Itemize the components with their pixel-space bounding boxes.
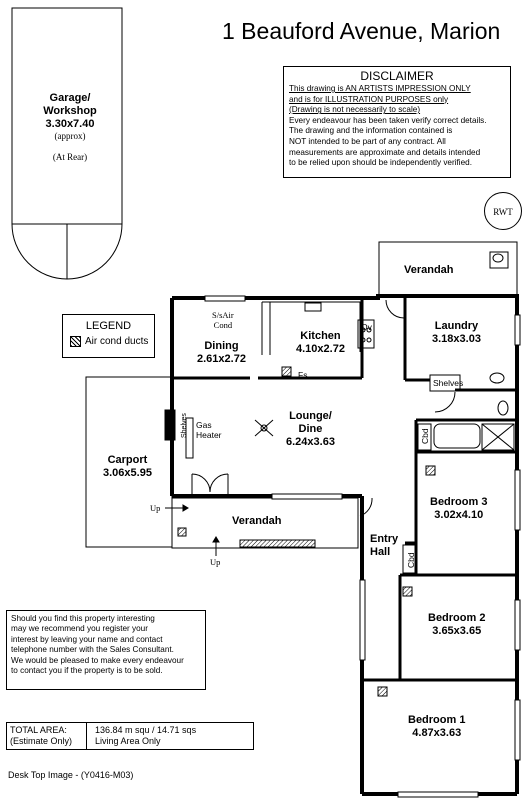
legend-box: LEGEND Air cond ducts	[62, 314, 155, 358]
area-label-note: (Estimate Only)	[10, 736, 73, 746]
disclaimer-line: This drawing is AN ARTISTS IMPRESSION ON…	[289, 84, 471, 93]
air-cond-ducts	[177, 366, 436, 697]
windows	[204, 295, 521, 798]
disclaimer-line: The drawing and the information containe…	[289, 126, 453, 136]
laundry-shelves-label: Shelves	[433, 378, 464, 388]
bathroom-fixtures	[402, 251, 515, 574]
verandah-front-label: Verandah	[232, 515, 282, 527]
verandah-front	[171, 497, 359, 549]
disclaimer-line: NOT intended to be part of any contract.…	[289, 136, 446, 146]
doors	[191, 299, 456, 517]
legend-title: LEGEND	[85, 320, 132, 332]
disclaimer-box: DISCLAIMER This drawing is AN ARTISTS IM…	[283, 66, 511, 178]
up-label: Up	[210, 557, 221, 567]
area-value-note: Living Area Only	[95, 736, 161, 746]
footer-text: Desk Top Image - (Y0416-M03)	[8, 770, 134, 780]
cupboard-bath-label: Cbd	[420, 428, 430, 444]
hatch-swatch-icon	[70, 336, 81, 347]
verandah-back-label: Verandah	[404, 264, 454, 276]
disclaimer-line: Every endeavour has been taken verify co…	[289, 115, 487, 125]
shelves-lounge	[185, 417, 194, 459]
disclaimer-heading: DISCLAIMER	[360, 69, 434, 83]
legend-item: Air cond ducts	[85, 336, 149, 347]
lounge-shelves-label: Shelves	[181, 413, 188, 438]
area-label: TOTAL AREA:	[10, 725, 67, 735]
disclaimer-line: to be relied upon should be independentl…	[289, 158, 472, 168]
total-area-box: TOTAL AREA:(Estimate Only) 136.84 m squ …	[6, 722, 254, 750]
up-label: Up	[150, 503, 161, 513]
disclaimer-line: measurements are approximate and details…	[289, 147, 481, 157]
page-title: 1 Beauford Avenue, Marion	[222, 18, 501, 44]
contact-note: Should you find this property interestin…	[6, 610, 206, 690]
garage-outline	[11, 7, 123, 280]
oven-label: Ov	[361, 322, 372, 332]
disclaimer-line: (Drawing is not necessarily to scale)	[289, 105, 421, 115]
ceiling-fan-icon	[254, 419, 274, 437]
fridge-space-label: Fs	[298, 370, 308, 380]
up-arrows	[165, 504, 220, 556]
disclaimer-line: and is for ILLUSTRATION PURPOSES only	[289, 94, 449, 104]
gas-heater	[164, 409, 176, 441]
cupboard-hall-label: Cbd	[406, 552, 416, 568]
area-value: 136.84 m squ / 14.71 sqs	[95, 725, 197, 735]
rwt-badge: RWT	[484, 192, 522, 230]
kitchen-bench	[261, 301, 375, 355]
